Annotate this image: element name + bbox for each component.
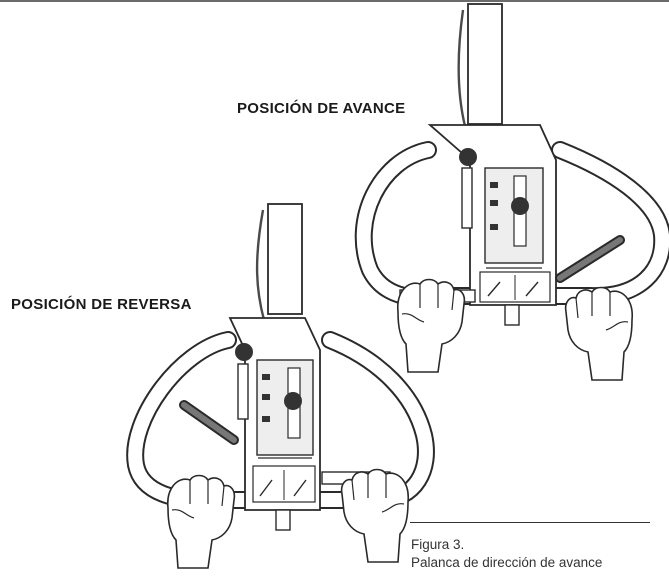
caption-divider [410,522,650,523]
forward-knob-upper [459,148,477,166]
reverse-knob-upper [235,343,253,361]
forward-cable [457,9,468,131]
forward-right-hand [564,286,634,381]
reverse-position-label: POSICIÓN DE REVERSA [11,296,192,313]
reverse-right-hand [340,468,410,563]
reverse-knob-lever [284,392,302,410]
figure-caption: Palanca de dirección de avance [411,555,603,570]
top-border-rule [0,0,669,2]
figure-number: Figura 3. [411,537,465,552]
forward-knob-lever [511,197,529,215]
forward-machine-illustration [354,3,669,381]
forward-left-hand [396,278,466,373]
reverse-cable [255,209,266,321]
reverse-left-hand [166,474,236,569]
forward-position-label: POSICIÓN DE AVANCE [237,100,406,117]
reverse-mast [267,203,303,315]
reverse-machine-illustration [126,203,435,569]
forward-mast [467,3,503,125]
